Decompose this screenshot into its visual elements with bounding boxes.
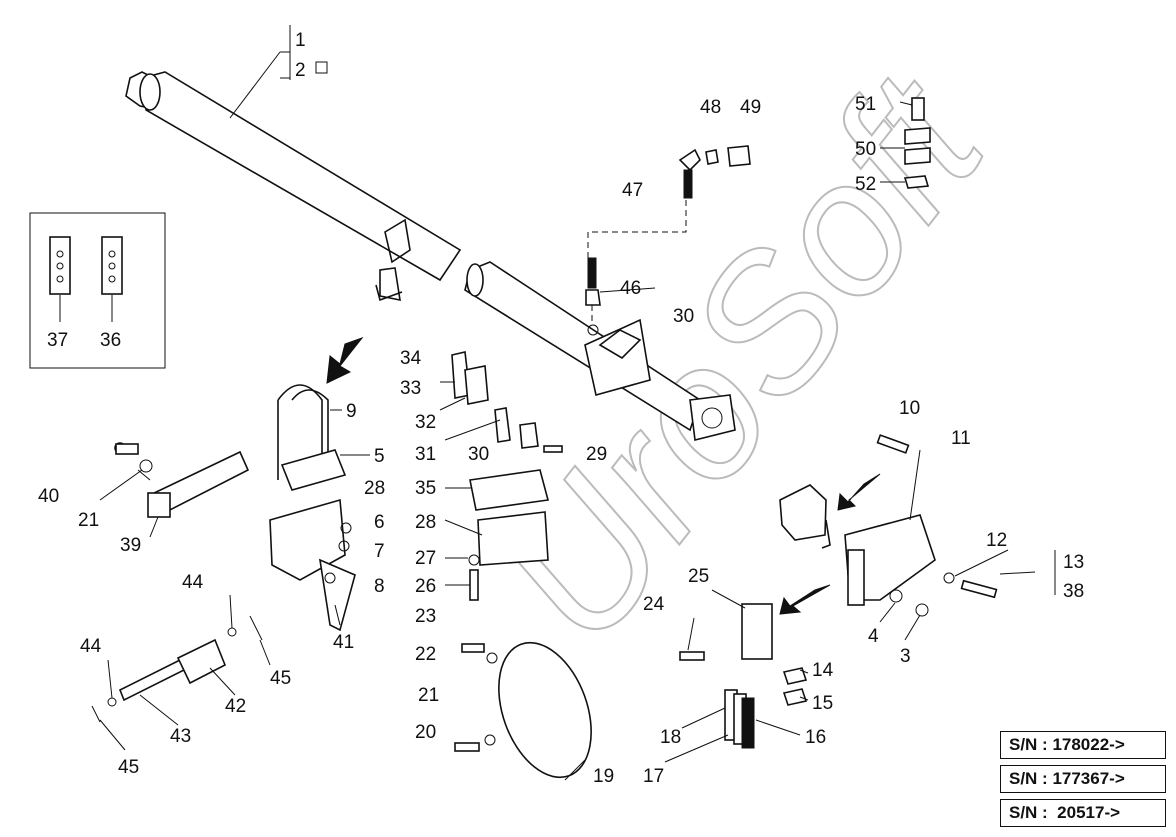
- callout-47: 47: [622, 180, 643, 201]
- callout-36: 36: [100, 330, 121, 351]
- callout-4: 4: [868, 626, 879, 647]
- callout-3: 3: [900, 646, 911, 667]
- callout-50: 50: [855, 139, 876, 160]
- callout-43: 43: [170, 726, 191, 747]
- callout-20: 20: [415, 722, 436, 743]
- callout-16: 16: [805, 727, 826, 748]
- callout-25: 25: [688, 566, 709, 587]
- disc-assembly: [454, 641, 592, 779]
- callout-52: 52: [855, 174, 876, 195]
- callout-42: 42: [225, 696, 246, 717]
- callout-48: 48: [700, 97, 721, 118]
- callout-32: 32: [415, 412, 436, 433]
- callout-2: 2: [295, 60, 306, 81]
- leader-lines: [99, 101, 1056, 781]
- roller-assembly: [91, 615, 263, 723]
- callout-6: 6: [374, 512, 385, 533]
- shim-parts: [679, 603, 808, 749]
- right-bracket: [779, 434, 998, 617]
- serial-number-box-1: S/N : 178022->: [1000, 731, 1166, 759]
- callout-labels: 1 2 3 4 5 6 7 8 9 10 11 12 13 14 15 16 1…: [38, 30, 1084, 787]
- callout-23: 23: [415, 606, 436, 627]
- option-checkbox: [315, 61, 328, 74]
- callout-29: 29: [586, 444, 607, 465]
- callout-40: 40: [38, 486, 59, 507]
- callout-44b: 44: [80, 636, 102, 657]
- callout-7: 7: [374, 541, 385, 562]
- callout-45a: 45: [270, 668, 291, 689]
- callout-38: 38: [1063, 581, 1084, 602]
- callout-26: 26: [415, 576, 436, 597]
- callout-49: 49: [740, 97, 761, 118]
- shim-plate-37: [49, 236, 71, 295]
- watermark: UroSoft: [457, 36, 1027, 682]
- callout-35: 35: [415, 478, 436, 499]
- callout-33: 33: [400, 378, 421, 399]
- main-tube: [125, 25, 462, 302]
- callout-27: 27: [415, 548, 436, 569]
- callout-18: 18: [660, 727, 681, 748]
- callout-11: 11: [951, 428, 971, 449]
- direction-arrows: [326, 336, 881, 615]
- tube-section: [464, 261, 736, 441]
- callout-24: 24: [643, 594, 665, 615]
- callout-51: 51: [855, 94, 876, 115]
- callout-8: 8: [374, 576, 385, 597]
- shim-plate-36: [101, 236, 123, 295]
- callout-30a: 30: [673, 306, 694, 327]
- mounting-frame: [114, 384, 356, 632]
- hydraulic-line: [585, 145, 751, 336]
- inset-box: [29, 212, 166, 369]
- callout-30b: 30: [468, 444, 489, 465]
- callout-34: 34: [400, 348, 422, 369]
- plate-stack: [451, 351, 563, 601]
- callout-21b: 21: [418, 685, 439, 706]
- callout-31: 31: [415, 444, 436, 465]
- callout-12: 12: [986, 530, 1007, 551]
- serial-number-box-3: S/N : 20517->: [1000, 799, 1166, 827]
- callout-44a: 44: [182, 572, 204, 593]
- clamp-parts: [903, 97, 931, 189]
- callout-28a: 28: [364, 478, 385, 499]
- callout-5: 5: [374, 446, 385, 467]
- callout-22: 22: [415, 644, 436, 665]
- svg-text:UroSoft: UroSoft: [458, 37, 1026, 681]
- callout-45b: 45: [118, 757, 139, 778]
- callout-46: 46: [620, 278, 641, 299]
- callout-37: 37: [47, 330, 68, 351]
- callout-1: 1: [295, 30, 306, 51]
- callout-15: 15: [812, 693, 833, 714]
- callout-9: 9: [346, 401, 357, 422]
- callout-17: 17: [643, 766, 664, 787]
- callout-28b: 28: [415, 512, 436, 533]
- serial-number-box-2: S/N : 177367->: [1000, 765, 1166, 793]
- callout-19: 19: [593, 766, 614, 787]
- callout-14: 14: [812, 660, 834, 681]
- callout-13: 13: [1063, 552, 1084, 573]
- callout-39: 39: [120, 535, 141, 556]
- callout-41: 41: [333, 632, 354, 653]
- callout-21a: 21: [78, 510, 99, 531]
- callout-10: 10: [899, 398, 920, 419]
